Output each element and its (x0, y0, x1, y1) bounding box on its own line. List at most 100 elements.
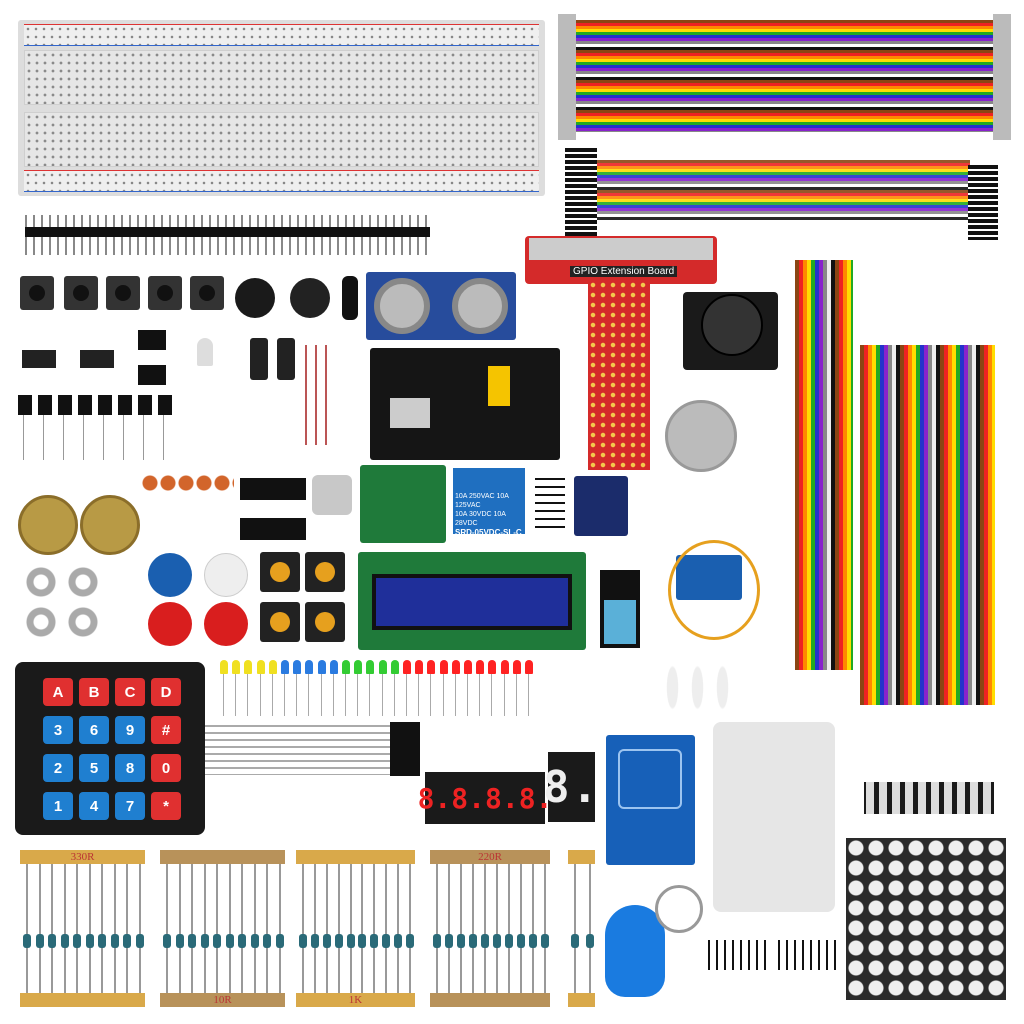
keypad-key[interactable]: # (151, 716, 181, 744)
resistor (276, 864, 284, 993)
resistor (250, 864, 259, 993)
keypad-key[interactable]: B (79, 678, 109, 706)
ic-chip (138, 365, 166, 385)
resistor (505, 864, 513, 993)
four-digit-display: 8.8.8.8. (418, 772, 552, 824)
ultrasonic-sensor (366, 272, 516, 340)
push-button (106, 276, 140, 310)
led-leg (296, 674, 298, 716)
servo-cable (668, 540, 760, 640)
led (293, 660, 302, 674)
keypad-key[interactable]: 2 (43, 754, 73, 782)
resistor-tape-top (568, 850, 595, 864)
led-leg (357, 674, 359, 716)
keypad-key[interactable]: A (43, 678, 73, 706)
resistor (110, 864, 119, 993)
led-leg (271, 674, 273, 716)
resistor (517, 864, 525, 993)
led-leg (515, 674, 517, 716)
resistor (433, 864, 441, 993)
led (488, 660, 497, 674)
jumper-wires-bundle (860, 345, 995, 705)
potentiometer (80, 495, 140, 555)
tactile-button-large (305, 602, 345, 642)
resistor (85, 864, 94, 993)
slide-switch (80, 350, 114, 368)
led-leg (503, 674, 505, 716)
resistor (123, 864, 132, 993)
keypad-key[interactable]: D (151, 678, 181, 706)
lcd-screen (372, 574, 572, 630)
resistor (571, 864, 579, 993)
resistor-tape-bottom (20, 993, 145, 1007)
tactile-button-large (260, 602, 300, 642)
resistor (457, 864, 465, 993)
led (354, 660, 363, 674)
ic-chip (240, 478, 306, 500)
led-leg (491, 674, 493, 716)
resistor (406, 864, 414, 993)
keypad-key[interactable]: 8 (115, 754, 145, 782)
resistor-value-label: 1K (348, 994, 363, 1006)
led-leg (369, 674, 371, 716)
resistor (263, 864, 272, 993)
tactile-button-large (305, 552, 345, 592)
button-top (315, 562, 335, 582)
resistor-value-label: 220R (478, 851, 502, 863)
led (439, 660, 448, 674)
keypad-key[interactable]: 5 (79, 754, 109, 782)
terminal-strip-top (24, 50, 539, 105)
resistor (48, 864, 57, 993)
joystick-module (683, 292, 778, 370)
keypad-key[interactable]: 3 (43, 716, 73, 744)
wire-pins-left (565, 148, 597, 238)
lcd-module (358, 552, 586, 650)
led (403, 660, 411, 674)
resistor (163, 864, 171, 993)
keypad-key[interactable]: C (115, 678, 145, 706)
led-leg (247, 674, 249, 716)
transistor-legs (18, 415, 178, 460)
resistor (23, 864, 31, 993)
led-leg (235, 674, 237, 716)
nuts-washers (20, 562, 105, 642)
button-cap-red (148, 602, 192, 646)
rfid-reader (606, 735, 695, 865)
resistor-tape-top: 220R (430, 850, 550, 864)
joystick-knob (701, 294, 763, 356)
led (244, 660, 253, 674)
display-digit: 8. (543, 761, 600, 813)
led (342, 660, 350, 674)
resistor (394, 864, 403, 993)
relay: 10A 250VAC 10A 125VAC 10A 30VDC 10A 28VD… (453, 468, 525, 537)
led-leg (381, 674, 383, 716)
jumper-wires-bundle (795, 260, 853, 670)
led-leg (284, 674, 285, 716)
keypad-key[interactable]: 4 (79, 792, 109, 820)
resistor (200, 864, 209, 993)
keypad-key[interactable]: 7 (115, 792, 145, 820)
resistor (98, 864, 107, 993)
keypad-key[interactable]: 0 (151, 754, 181, 782)
pin-header-small (708, 940, 768, 970)
led-leg (406, 674, 407, 716)
keypad-key[interactable]: 9 (115, 716, 145, 744)
wire-pins-right (968, 165, 998, 240)
led-bar-graph (862, 772, 996, 824)
led (220, 660, 228, 674)
button-cap-red (204, 602, 248, 646)
ribbon-cable (575, 20, 995, 132)
keypad-key[interactable]: * (151, 792, 181, 820)
ceramic-capacitors (142, 475, 234, 535)
keypad-key[interactable]: 6 (79, 716, 109, 744)
push-button (64, 276, 98, 310)
ic-chip (240, 518, 306, 540)
resistor (529, 864, 537, 993)
breadboard-power-module (370, 348, 560, 460)
tilt-switch (342, 276, 358, 320)
pin-header-base (25, 227, 430, 237)
resistor-tape-top: 330R (20, 850, 145, 864)
keypad-key[interactable]: 1 (43, 792, 73, 820)
power-rail-bottom (24, 170, 539, 192)
led (390, 660, 399, 674)
